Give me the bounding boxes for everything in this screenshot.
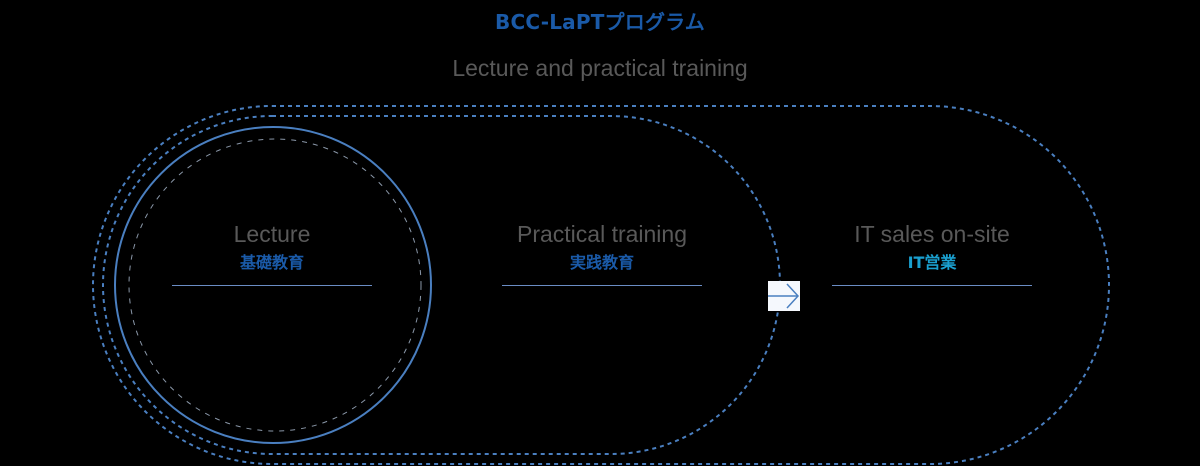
stage-it-sales: IT sales on-site IT営業 [832, 220, 1032, 286]
diagram-subtitle: Lecture and practical training [452, 55, 748, 81]
stage-practical-underline [502, 285, 702, 286]
middle-pill-outline [102, 115, 781, 455]
stage-lecture-underline [172, 285, 372, 286]
stage-practical-en: Practical training [516, 221, 688, 247]
stage-practical-training: Practical training 実践教育 [502, 220, 702, 286]
arrow-box [768, 281, 800, 311]
stage-practical-ja: 実践教育 [569, 253, 634, 272]
stage-it-sales-ja: IT営業 [907, 253, 957, 272]
stage-it-sales-underline [832, 285, 1032, 286]
arrow-right-icon [768, 283, 800, 309]
lecture-circle [114, 126, 432, 444]
stage-lecture: Lecture 基礎教育 [172, 220, 372, 286]
stage-it-sales-en: IT sales on-site [854, 221, 1010, 247]
lecture-inner-dashed-circle [128, 138, 422, 432]
stage-lecture-ja: 基礎教育 [239, 253, 304, 272]
stage-lecture-en: Lecture [233, 221, 311, 247]
outer-pill-outline [92, 105, 1110, 465]
diagram-title: BCC-LaPTプログラム [495, 10, 705, 34]
